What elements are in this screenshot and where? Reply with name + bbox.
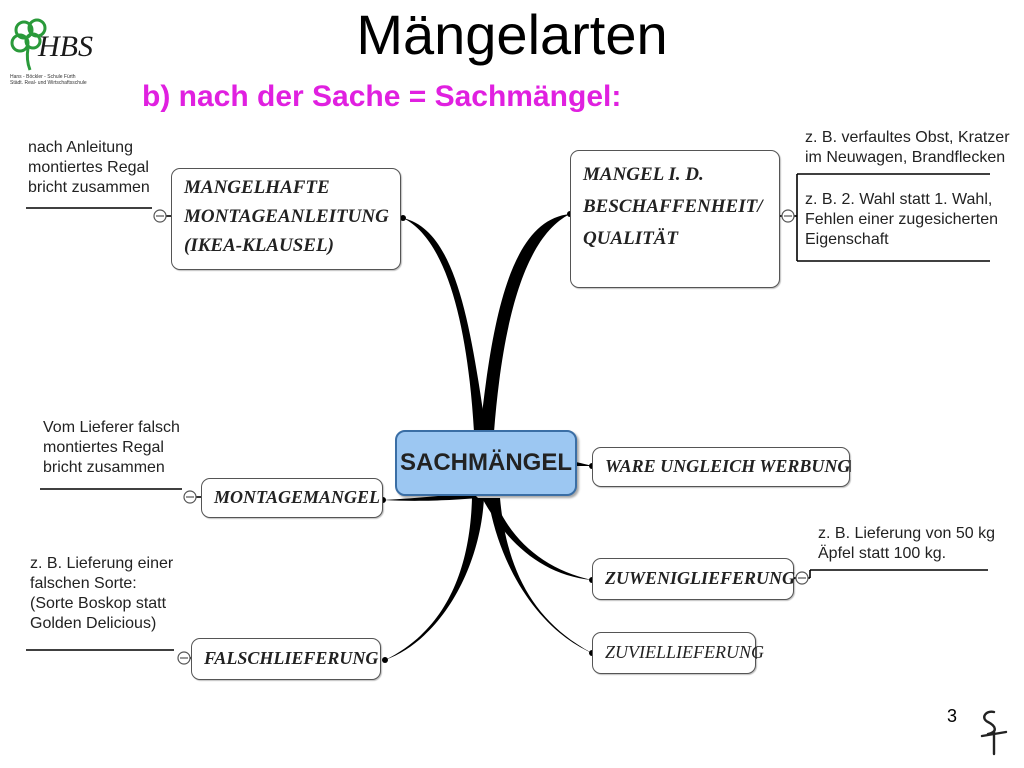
signature-mark-icon bbox=[980, 710, 1008, 756]
logo-caption-line: Hans - Böckler - Schule Fürth bbox=[10, 74, 76, 80]
note-line: z. B. Lieferung einer bbox=[30, 555, 174, 572]
branch-label-line: MANGELHAFTE bbox=[184, 177, 330, 198]
branch-zuweniglieferung: ZUWENIGLIEFERUNG bbox=[592, 558, 796, 600]
note-line: (Sorte Boskop statt bbox=[30, 595, 167, 612]
school-logo: HBS bbox=[10, 18, 93, 71]
branch-connector-beschaffenheit bbox=[480, 214, 570, 432]
slide-subtitle: b) nach der Sache = Sachmängel: bbox=[142, 80, 622, 113]
note-line: nach Anleitung bbox=[28, 139, 133, 156]
note-line: z. B. verfaultes Obst, Kratzer bbox=[805, 129, 1010, 146]
branch-connector-zuviel bbox=[488, 498, 592, 653]
branch-connector-werbung bbox=[576, 462, 592, 466]
note-line: bricht zusammen bbox=[43, 459, 165, 476]
note-line: z. B. Lieferung von 50 kg bbox=[818, 525, 995, 542]
branch-label-line: WARE UNGLEICH WERBUNG bbox=[605, 456, 851, 476]
branch-label-line: MONTAGEMANGEL bbox=[214, 487, 381, 507]
note-wahl: z. B. 2. Wahl statt 1. Wahl, Fehlen eine… bbox=[805, 190, 998, 250]
branch-label-line: ZUVIELLIEFERUNG bbox=[605, 642, 764, 662]
note-line: Eigenschaft bbox=[805, 231, 889, 248]
branch-label-line: ZUWENIGLIEFERUNG bbox=[605, 568, 796, 588]
branch-label-line: MONTAGEANLEITUNG bbox=[184, 206, 389, 227]
branch-werbung: WARE UNGLEICH WERBUNG bbox=[592, 447, 850, 487]
logo-caption: Hans - Böckler - Schule Fürth Städt. Rea… bbox=[10, 74, 87, 86]
note-line: montiertes Regal bbox=[28, 159, 149, 176]
note-lieferer: Vom Lieferer falsch montiertes Regal bri… bbox=[43, 418, 180, 478]
note-line: im Neuwagen, Brandflecken bbox=[805, 149, 1006, 166]
note-line: z. B. 2. Wahl statt 1. Wahl, bbox=[805, 191, 993, 208]
page-number: 3 bbox=[947, 706, 958, 726]
branch-montagemangel: MONTAGEMANGEL bbox=[201, 478, 383, 518]
clover-icon bbox=[10, 18, 47, 71]
note-aepfel: z. B. Lieferung von 50 kg Äpfel statt 10… bbox=[818, 524, 995, 564]
branch-beschaffenheit: MANGEL I. D. BESCHAFFENHEIT/ QUALITÄT bbox=[570, 150, 780, 288]
note-sorte: z. B. Lieferung einer falschen Sorte: (S… bbox=[30, 554, 173, 634]
note-line: montiertes Regal bbox=[43, 439, 164, 456]
note-line: Fehlen einer zugesicherten bbox=[805, 211, 999, 228]
slide-title: Mängelarten bbox=[356, 3, 668, 66]
note-regal: nach Anleitung montiertes Regal bricht z… bbox=[28, 138, 150, 198]
logo-initials: HBS bbox=[37, 30, 93, 63]
branch-falschlieferung: FALSCHLIEFERUNG bbox=[191, 638, 381, 680]
branch-label-line: FALSCHLIEFERUNG bbox=[204, 648, 379, 668]
note-line: bricht zusammen bbox=[28, 179, 150, 196]
note-line: falschen Sorte: bbox=[30, 575, 137, 592]
logo-caption-line: Städt. Real- und Wirtschaftsschule bbox=[10, 80, 87, 86]
branch-label-line: QUALITÄT bbox=[583, 228, 678, 249]
branch-zuviellieferung: ZUVIELLIEFERUNG bbox=[592, 632, 764, 674]
note-line: Äpfel statt 100 kg. bbox=[818, 545, 947, 562]
branch-label-line: BESCHAFFENHEIT/ bbox=[583, 196, 763, 217]
branch-label-line: MANGEL I. D. bbox=[583, 164, 704, 185]
branch-montageanleitung: MANGELHAFTE MONTAGEANLEITUNG (IKEA-KLAUS… bbox=[171, 168, 401, 270]
note-line: Vom Lieferer falsch bbox=[43, 419, 180, 436]
note-line: Golden Delicious) bbox=[30, 615, 157, 632]
branch-label-line: (IKEA-KLAUSEL) bbox=[184, 235, 334, 256]
branch-connector-falsch bbox=[385, 498, 484, 660]
branch-connector-montageanleitung bbox=[403, 218, 486, 432]
central-node: SACHMÄNGEL bbox=[395, 430, 577, 496]
branch-connector-montagemangel bbox=[383, 492, 478, 501]
note-obst: z. B. verfaultes Obst, Kratzer im Neuwag… bbox=[805, 128, 1010, 168]
